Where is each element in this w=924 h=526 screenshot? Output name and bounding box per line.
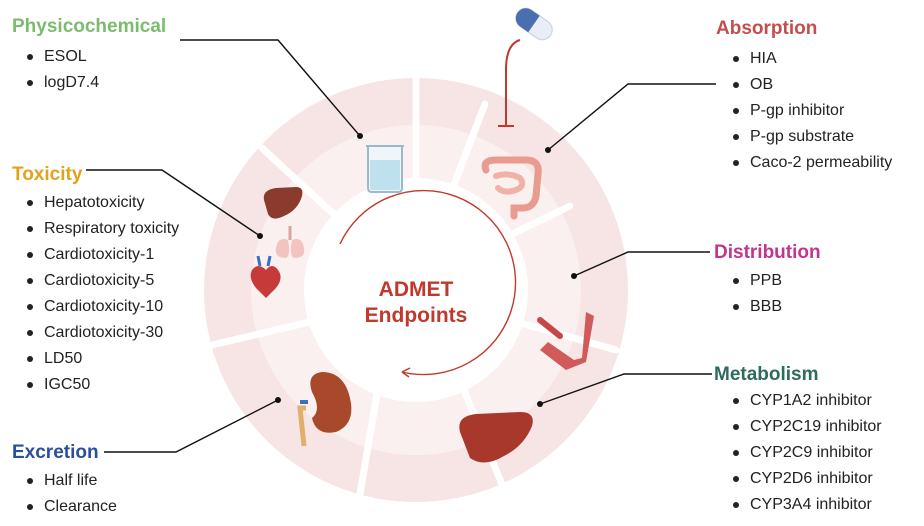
- distribution-list: PPB BBB: [732, 268, 782, 320]
- center-title-line2: Endpoints: [365, 304, 468, 327]
- leader-lines: [86, 39, 716, 453]
- center-title-line1: ADMET: [379, 278, 454, 301]
- list-item: P-gp inhibitor: [732, 98, 892, 124]
- list-item: CYP2C9 inhibitor: [732, 440, 882, 466]
- metabolism-list: CYP1A2 inhibitor CYP2C19 inhibitor CYP2C…: [732, 388, 882, 518]
- list-item: PPB: [732, 268, 782, 294]
- list-item: Clearance: [26, 494, 117, 520]
- lungs-icon: [275, 226, 305, 258]
- list-item: Caco-2 permeability: [732, 150, 892, 176]
- excretion-list: Half life Clearance: [26, 468, 117, 520]
- toxicity-list: Hepatotoxicity Respiratory toxicity Card…: [26, 190, 179, 398]
- beaker-icon: [366, 145, 404, 193]
- blood-vessel-icon: [537, 312, 594, 370]
- list-item: Half life: [26, 468, 117, 494]
- list-item: CYP3A4 inhibitor: [732, 492, 882, 518]
- list-item: Cardiotoxicity-30: [26, 320, 179, 346]
- heart-icon: [250, 255, 281, 298]
- leader-dots: [257, 133, 577, 407]
- absorption-title: Absorption: [716, 18, 818, 39]
- toxicity-title: Toxicity: [12, 164, 83, 185]
- distribution-title: Distribution: [714, 242, 821, 263]
- list-item: IGC50: [26, 372, 179, 398]
- list-item: CYP2D6 inhibitor: [732, 466, 882, 492]
- kidney-icon: [297, 372, 352, 447]
- list-item: OB: [732, 72, 892, 98]
- physicochemical-list: ESOL logD7.4: [26, 44, 99, 96]
- list-item: ESOL: [26, 44, 99, 70]
- intestine-icon: [481, 156, 542, 220]
- list-item: logD7.4: [26, 70, 99, 96]
- list-item: Respiratory toxicity: [26, 216, 179, 242]
- list-item: HIA: [732, 46, 892, 72]
- list-item: Cardiotoxicity-1: [26, 242, 179, 268]
- list-item: Cardiotoxicity-5: [26, 268, 179, 294]
- capsule-icon: [515, 7, 553, 41]
- physicochemical-title: Physicochemical: [12, 16, 167, 37]
- list-item: P-gp substrate: [732, 124, 892, 150]
- absorption-list: HIA OB P-gp inhibitor P-gp substrate Cac…: [732, 46, 892, 176]
- inhibition-line: [498, 39, 521, 127]
- excretion-title: Excretion: [12, 442, 99, 463]
- metabolism-title: Metabolism: [714, 364, 819, 385]
- liver-icon: [263, 187, 303, 219]
- list-item: CYP1A2 inhibitor: [732, 388, 882, 414]
- cycle-arrow: [339, 189, 517, 378]
- list-item: BBB: [732, 294, 782, 320]
- list-item: CYP2C19 inhibitor: [732, 414, 882, 440]
- list-item: Hepatotoxicity: [26, 190, 179, 216]
- liver-icon: [459, 412, 533, 463]
- list-item: Cardiotoxicity-10: [26, 294, 179, 320]
- list-item: LD50: [26, 346, 179, 372]
